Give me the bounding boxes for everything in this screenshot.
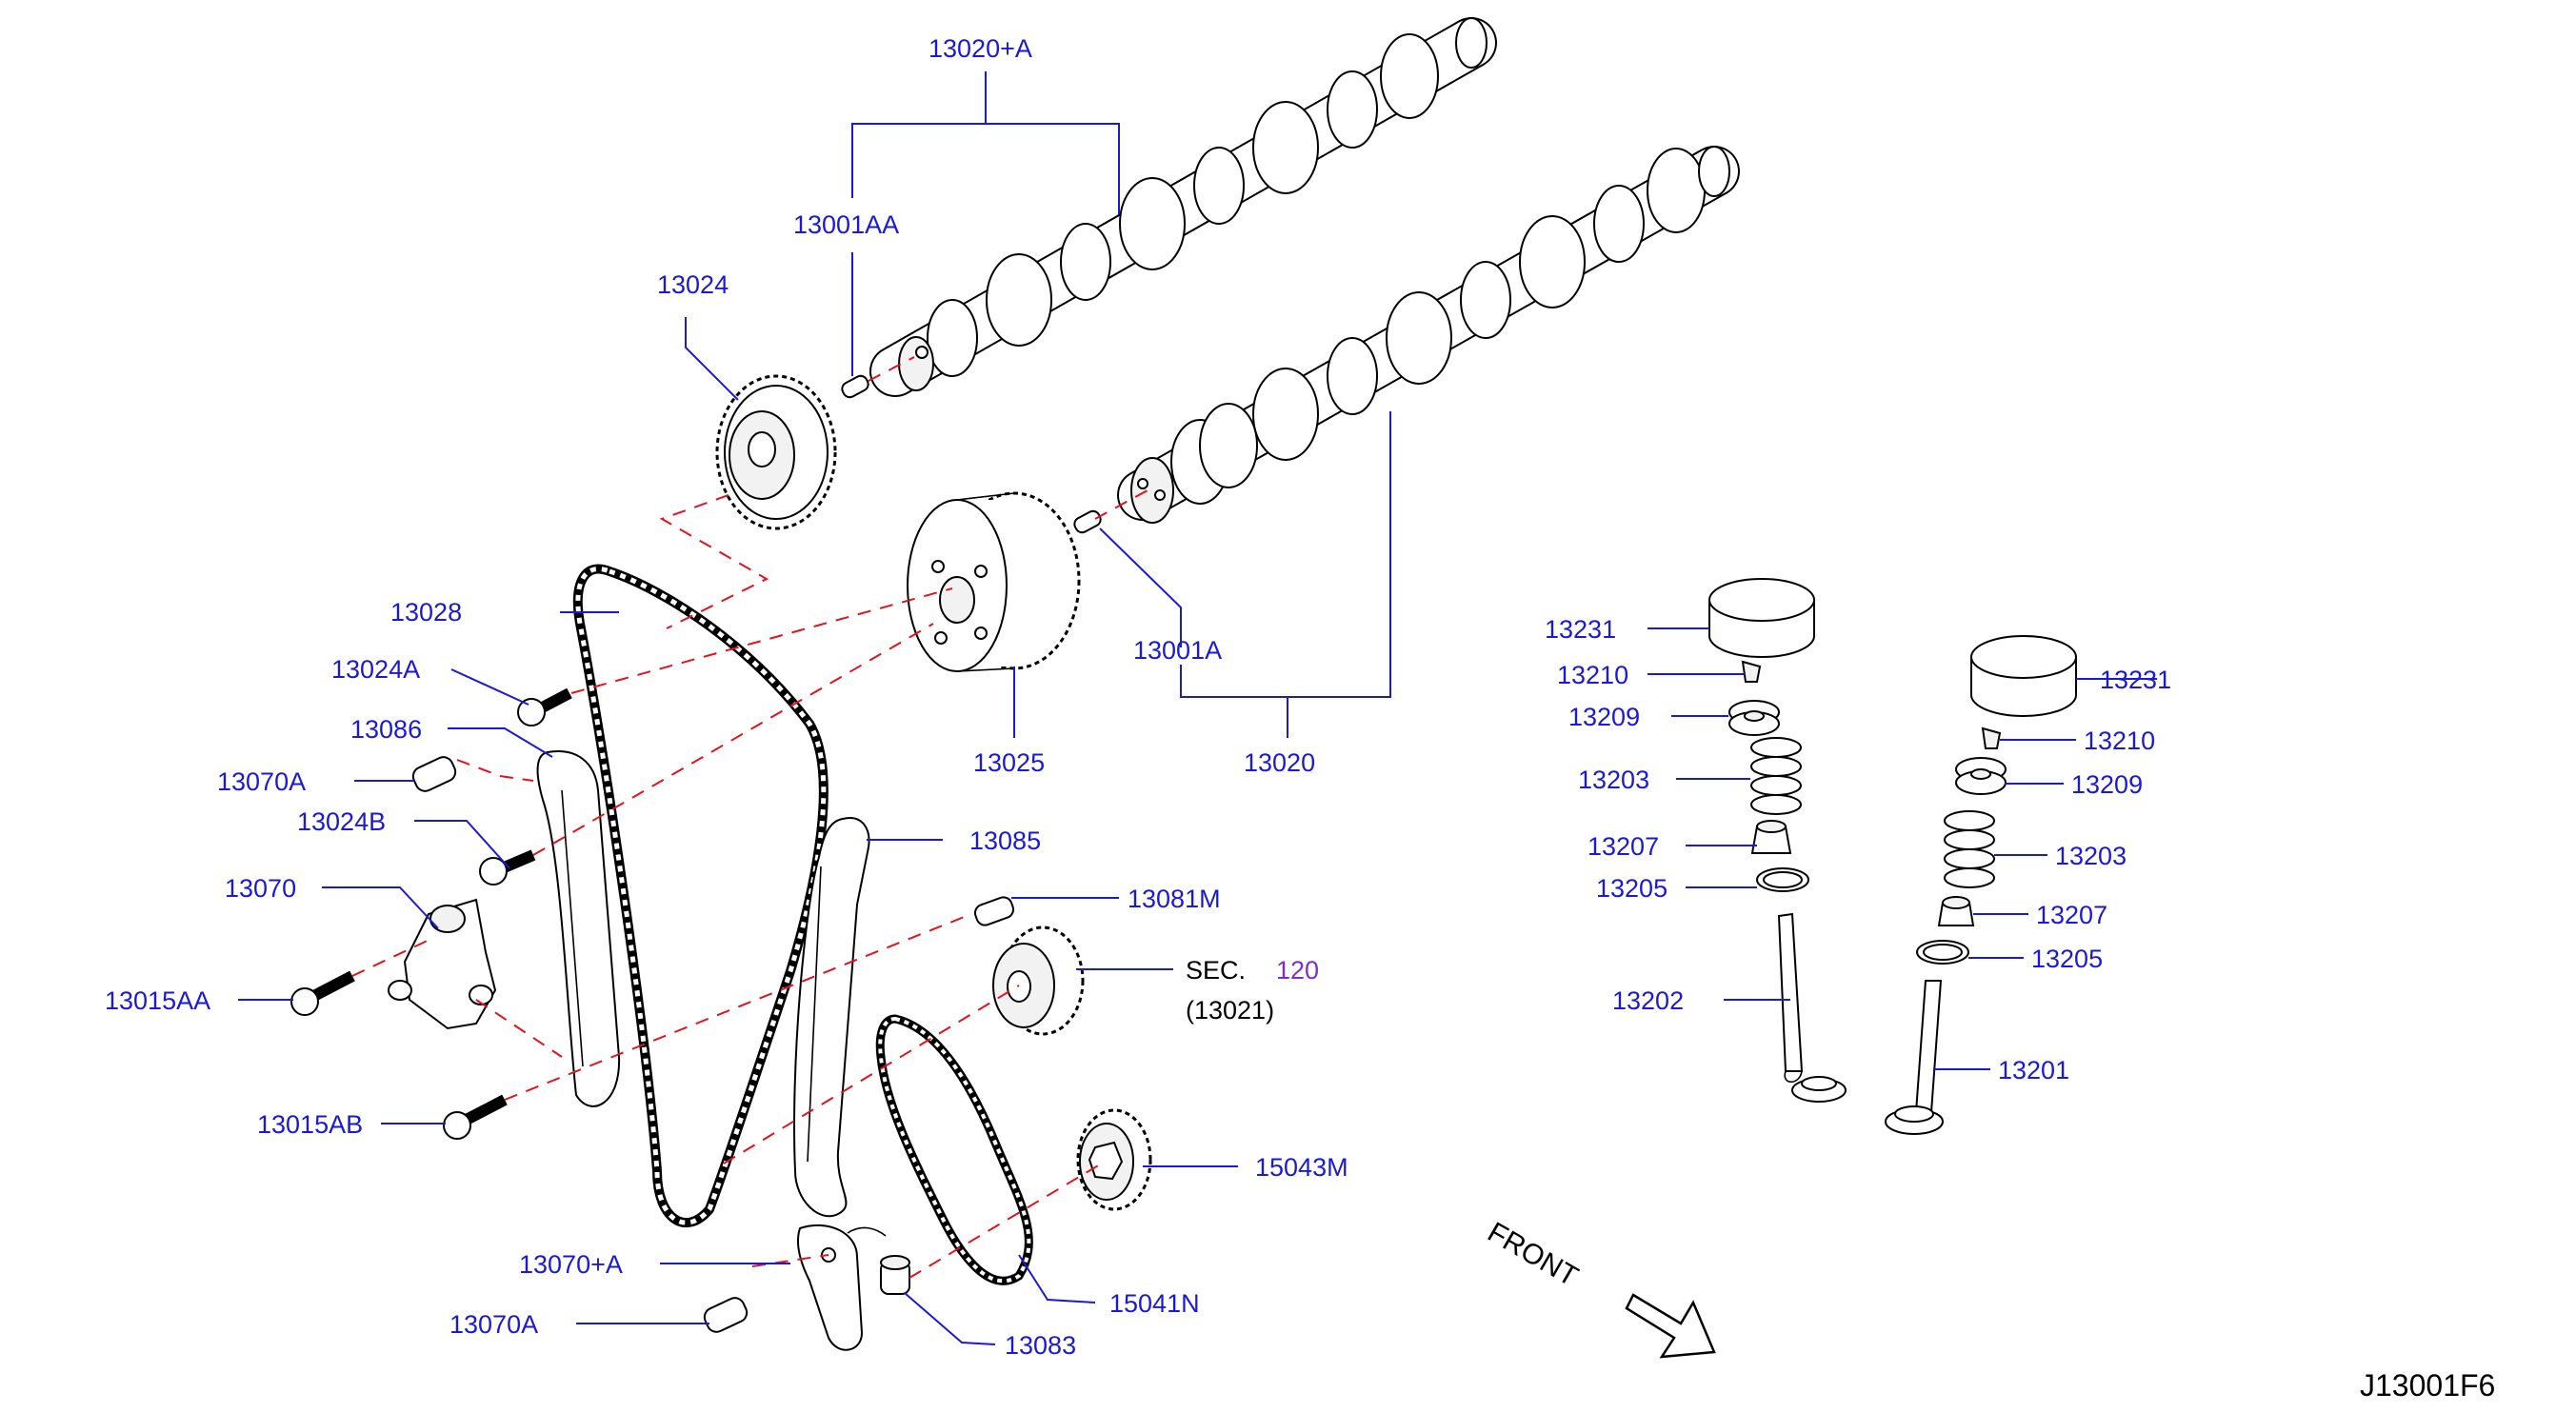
label-13209-right: 13209	[2071, 770, 2143, 799]
oil-pump-sprocket-15043m	[1076, 1108, 1152, 1211]
label-13070a-bottom: 13070A	[449, 1310, 538, 1339]
chain-tensioner-13070	[388, 898, 497, 1030]
label-13201: 13201	[1998, 1056, 2069, 1085]
label-13015ab: 13015AB	[257, 1110, 363, 1139]
leader-lines	[238, 71, 2157, 1345]
label-13024b: 13024B	[297, 807, 386, 836]
label-13020-a: 13020+A	[929, 34, 1032, 63]
label-13028: 13028	[390, 598, 462, 627]
label-13086: 13086	[350, 715, 422, 744]
timing-chain-13028	[572, 564, 829, 1228]
label-13205-left: 13205	[1596, 874, 1667, 903]
label-13070a-top: 13070A	[217, 767, 306, 796]
label-13231-left: 13231	[1545, 615, 1616, 644]
label-15043m: 15043M	[1255, 1153, 1348, 1182]
label-13205-right: 13205	[2031, 945, 2103, 973]
label-13024: 13024	[657, 270, 729, 299]
label-13207-left: 13207	[1588, 832, 1659, 861]
label-13210-right: 13210	[2084, 726, 2155, 755]
bolt-13015ab	[443, 1094, 508, 1140]
dowel-pin-13001a	[1073, 509, 1102, 534]
label-15041n: 15041N	[1109, 1289, 1200, 1318]
pin-13081m	[973, 896, 1015, 926]
bolt-13024b	[479, 849, 536, 886]
camshaft-lower	[1117, 146, 1740, 524]
label-13020: 13020	[1244, 748, 1315, 777]
label-13001a: 13001A	[1133, 636, 1222, 665]
label-13207-right: 13207	[2036, 901, 2107, 929]
label-13070: 13070	[225, 874, 296, 903]
label-13203-right: 13203	[2055, 842, 2127, 870]
label-13085: 13085	[969, 826, 1041, 855]
vtc-sprocket-13025	[907, 491, 1081, 672]
valve-train-right	[1885, 635, 2077, 1135]
plunger-13070a-bottom	[703, 1297, 749, 1333]
label-13024a: 13024A	[331, 655, 420, 684]
secondary-tensioner-13070a	[797, 1224, 887, 1351]
label-13081m: 13081M	[1128, 885, 1221, 913]
diagram-code: J13001F6	[2360, 1368, 2495, 1403]
front-arrow-icon	[1625, 1293, 1716, 1359]
tension-guide-13085	[793, 817, 870, 1218]
valve-train-left	[1708, 578, 1847, 1103]
secondary-chain-15041n	[875, 1014, 1033, 1285]
label-13025: 13025	[973, 748, 1045, 777]
camshaft-upper	[869, 17, 1497, 397]
sec-sub: (13021)	[1186, 996, 1274, 1025]
label-13015aa: 13015AA	[105, 986, 210, 1015]
label-13070-plus-a: 13070+A	[519, 1250, 623, 1279]
label-13001aa: 13001AA	[793, 210, 899, 239]
front-label: FRONT	[1483, 1216, 1584, 1292]
part-labels: 13020+A 13001AA 13024 13028 13024A 13086…	[105, 34, 2495, 1403]
label-13231-right: 13231	[2100, 666, 2171, 694]
bolt-13015aa	[290, 970, 355, 1016]
label-13083: 13083	[1005, 1331, 1076, 1360]
sec-number: 120	[1276, 956, 1319, 985]
label-13210-left: 13210	[1557, 661, 1628, 689]
bolt-13024a	[517, 687, 572, 726]
label-13203-left: 13203	[1578, 766, 1649, 794]
label-13209-left: 13209	[1568, 703, 1640, 731]
washer-13083	[880, 1255, 910, 1295]
crank-sprocket-13021	[992, 925, 1085, 1036]
label-13202: 13202	[1612, 986, 1684, 1015]
plunger-13070a-top	[411, 756, 457, 792]
sec-prefix: SEC.	[1186, 956, 1246, 985]
dowel-pin-13001aa	[841, 374, 869, 399]
sprocket-13024	[715, 374, 837, 530]
